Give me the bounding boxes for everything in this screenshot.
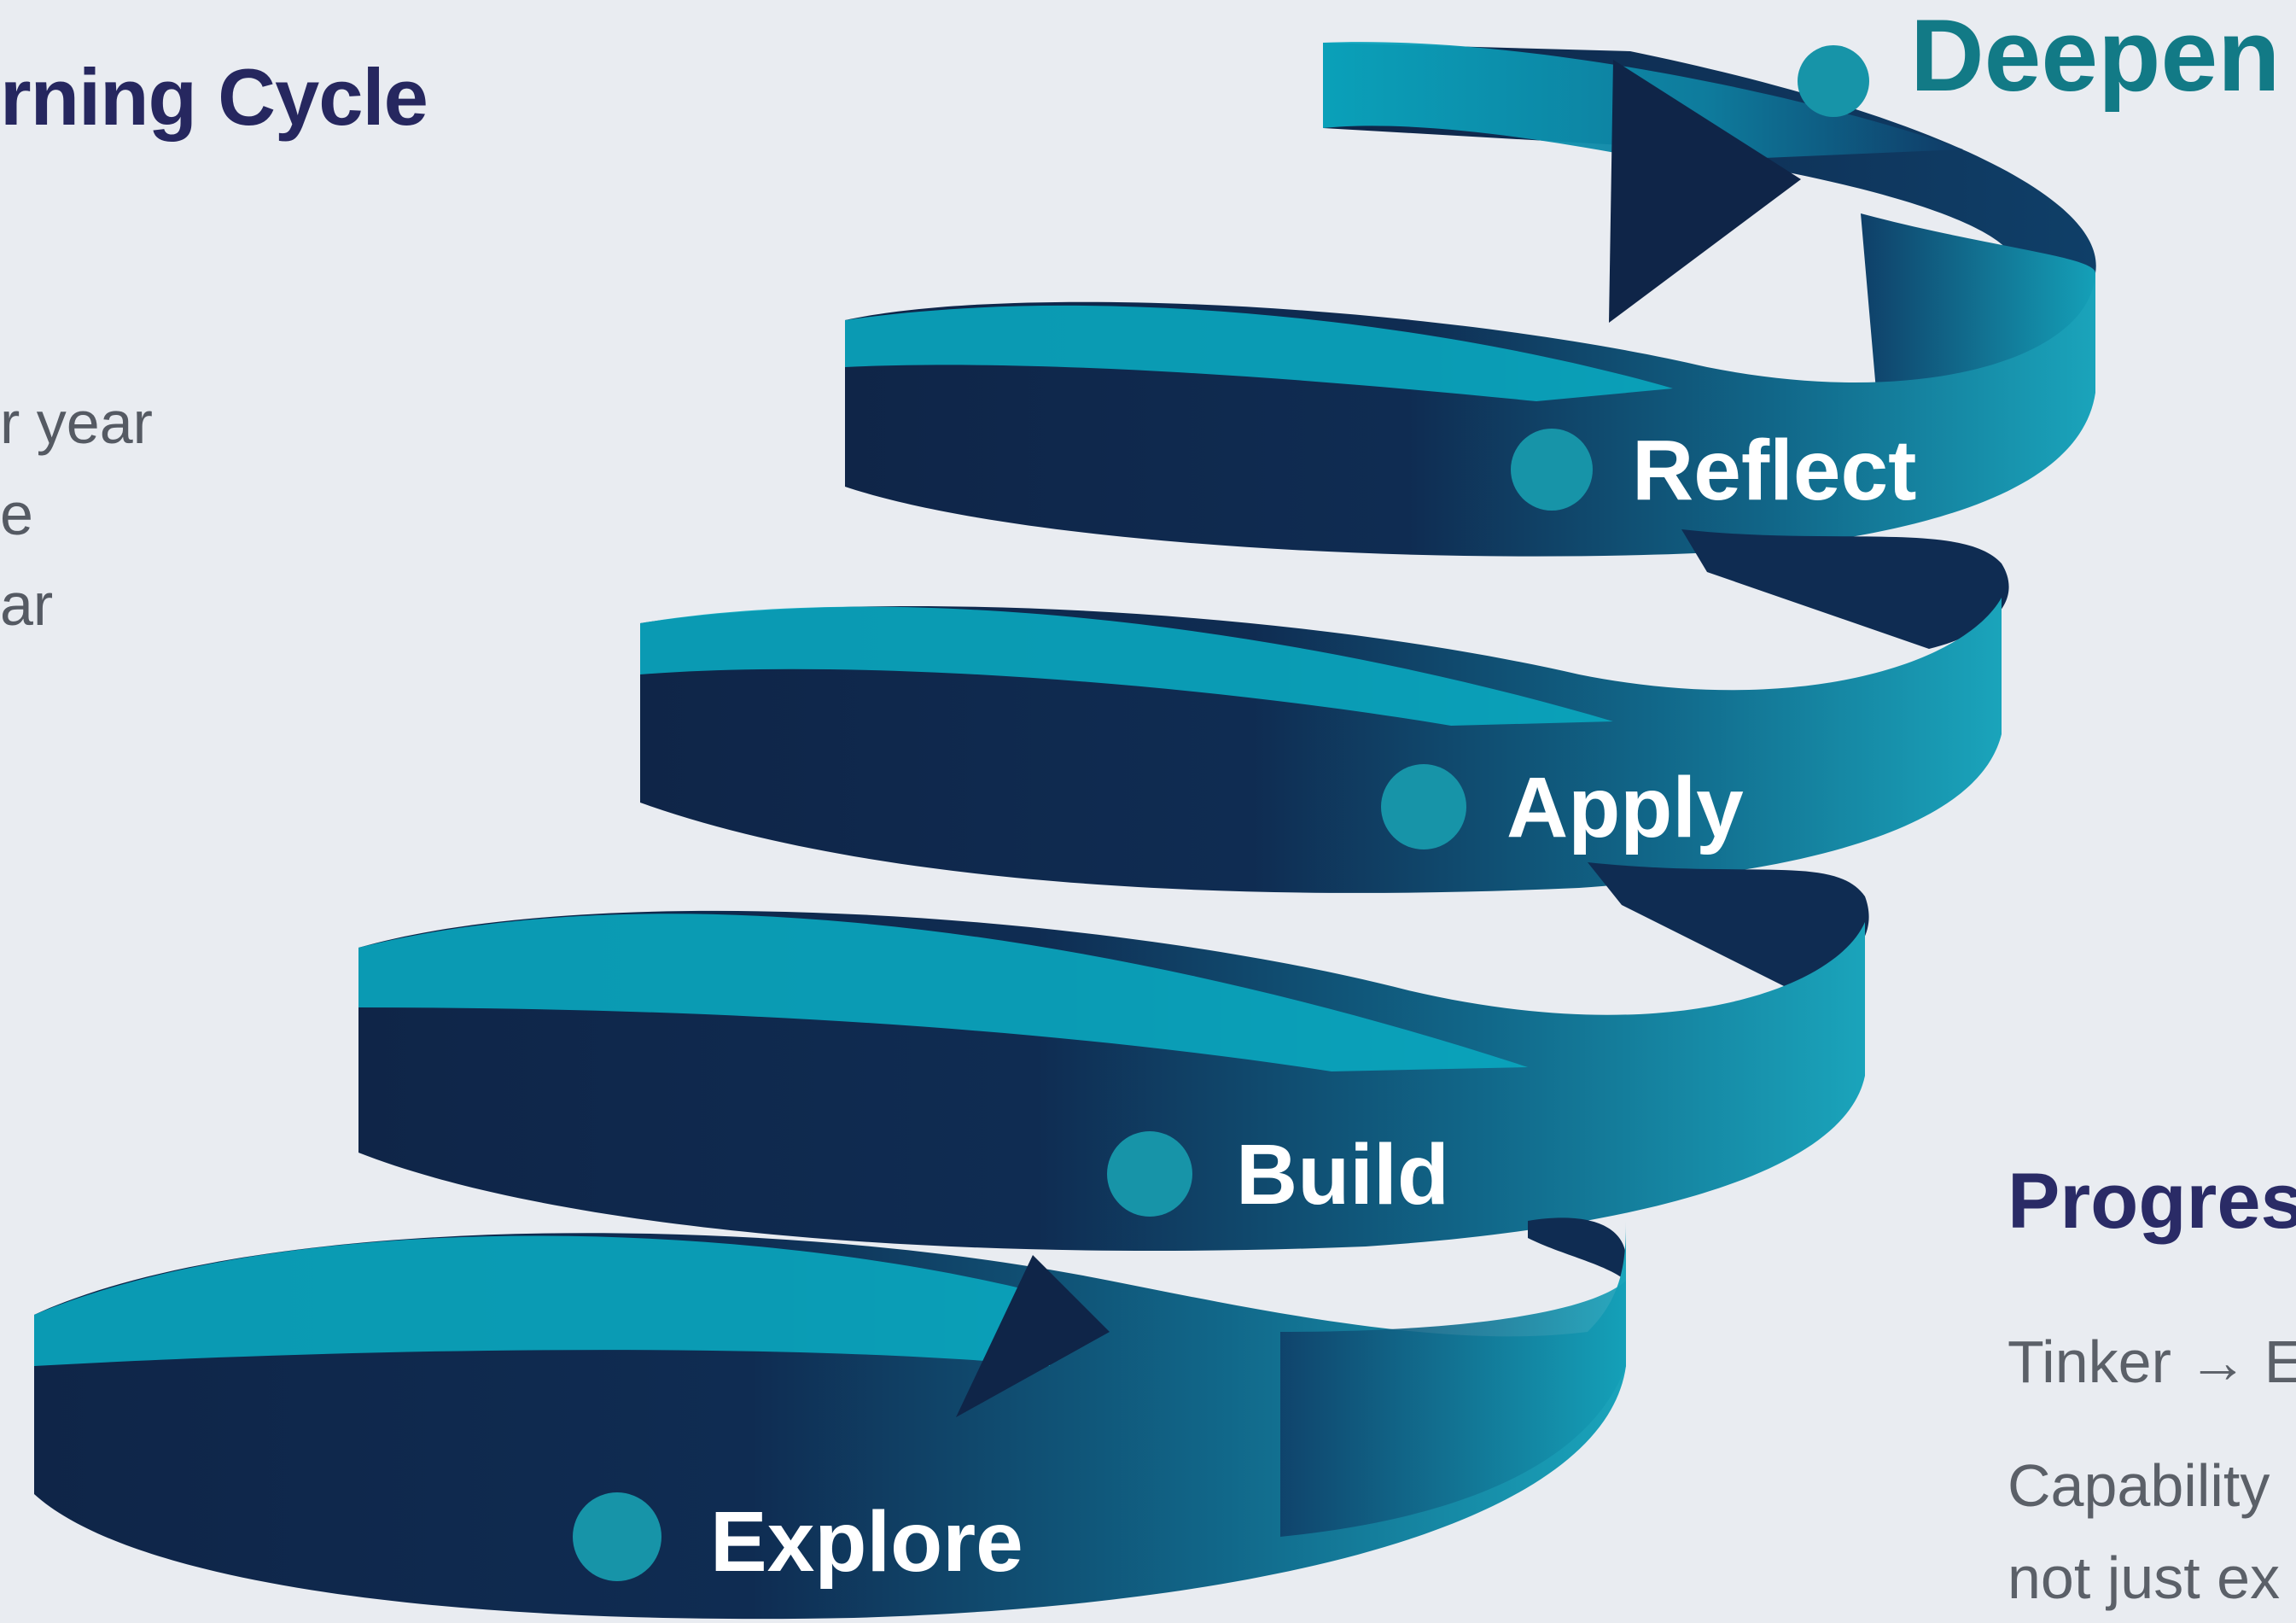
stage-label-apply: Apply bbox=[1506, 760, 1744, 855]
ribbon-build bbox=[358, 910, 1865, 1281]
ribbon-reflect bbox=[845, 273, 2095, 649]
stage-label-deepen: Deepen bbox=[1910, 0, 2281, 113]
ribbon-apply bbox=[640, 598, 2002, 990]
explore-dot bbox=[573, 1492, 661, 1581]
stage-label-build: Build bbox=[1236, 1127, 1449, 1223]
side-text-line-1: r year bbox=[0, 389, 153, 456]
reflect-dot bbox=[1511, 429, 1593, 511]
deepen-arrow-head bbox=[1609, 60, 1801, 323]
explore-arrow-head bbox=[956, 1255, 1110, 1417]
progress-line-3: not just ex bbox=[2008, 1544, 2281, 1611]
slide-title: rning Cycle bbox=[0, 52, 428, 142]
ribbon-explore bbox=[34, 1221, 1626, 1620]
progress-line-2: Capability bbox=[2008, 1452, 2270, 1519]
apply-dot bbox=[1381, 764, 1466, 849]
stage-label-reflect: Reflect bbox=[1632, 423, 1916, 518]
side-text-line-3: ar bbox=[0, 571, 54, 638]
progress-line-1: Tinker → E bbox=[2008, 1328, 2296, 1395]
side-text-line-2: e bbox=[0, 481, 33, 547]
build-dot bbox=[1107, 1131, 1192, 1217]
progress-heading: Progres bbox=[2008, 1158, 2296, 1245]
stage-label-explore: Explore bbox=[710, 1494, 1023, 1590]
deepen-dot bbox=[1798, 45, 1869, 117]
